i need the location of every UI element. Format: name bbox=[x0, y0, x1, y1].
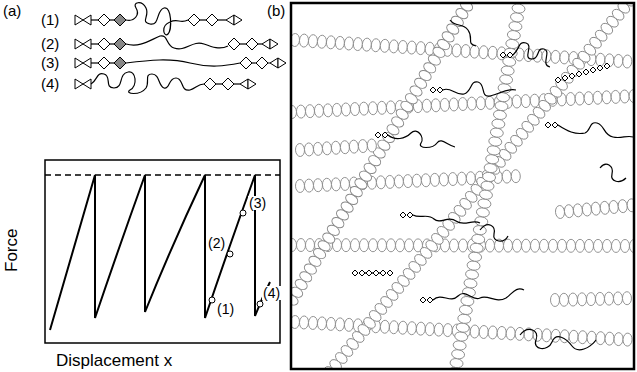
panel-label: (b) bbox=[266, 3, 286, 18]
network-panel bbox=[284, 0, 637, 372]
axis-label: Displacement x bbox=[55, 352, 173, 369]
callout-number: (3) bbox=[248, 196, 267, 210]
callout-number: (1) bbox=[216, 302, 235, 316]
state-number: (4) bbox=[40, 76, 60, 91]
force-plot bbox=[45, 160, 280, 343]
panel-label: (a) bbox=[2, 3, 22, 18]
state-number: (1) bbox=[40, 12, 60, 27]
axis-label: Force bbox=[3, 227, 20, 272]
state-number: (3) bbox=[40, 55, 60, 70]
polymer-chains bbox=[75, 3, 286, 94]
state-number: (2) bbox=[40, 36, 60, 51]
callout-number: (2) bbox=[207, 236, 226, 250]
callout-number: (4) bbox=[262, 286, 281, 300]
